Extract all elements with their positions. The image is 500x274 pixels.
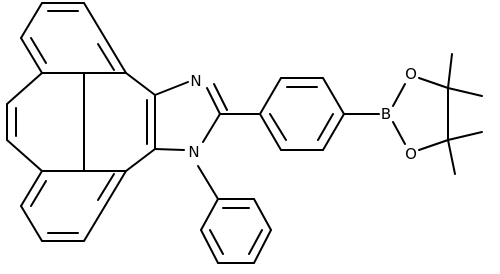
phenylene-linker bbox=[219, 77, 345, 151]
n-phenyl-ring bbox=[197, 165, 272, 264]
pinacol-boronate bbox=[343, 53, 483, 175]
imidazole-ring bbox=[154, 81, 228, 151]
atom-label-o-bottom: O bbox=[405, 145, 417, 163]
pyrene-core bbox=[6, 2, 156, 242]
atom-label-n-top: N bbox=[190, 72, 201, 90]
atom-label-b: B bbox=[381, 105, 391, 123]
atom-label-o-top: O bbox=[405, 65, 417, 83]
atom-label-n-phenyl: N bbox=[188, 143, 199, 161]
